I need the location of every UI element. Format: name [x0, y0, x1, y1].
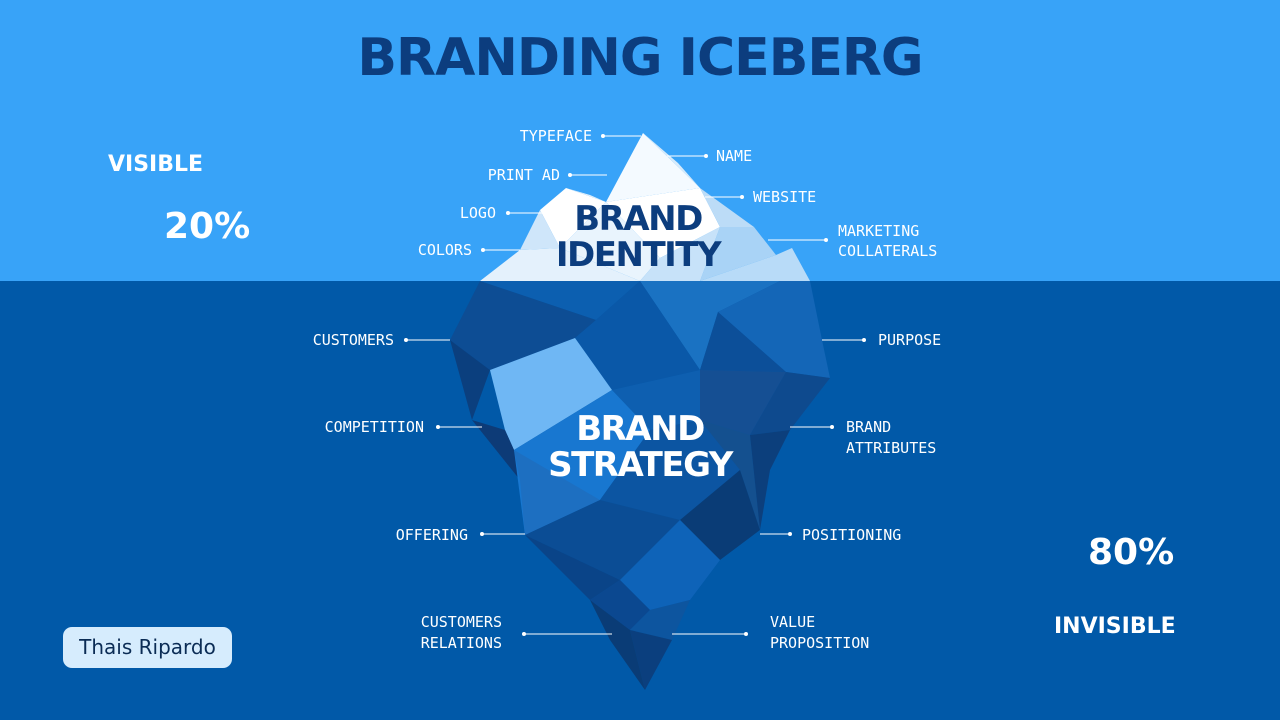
svg-text:CUSTOMERS: CUSTOMERS — [313, 331, 394, 349]
invisible-label: INVISIBLE — [1054, 614, 1176, 639]
svg-text:VALUE: VALUE — [770, 613, 815, 631]
svg-text:RELATIONS: RELATIONS — [421, 634, 502, 652]
iceberg-body — [450, 281, 830, 690]
svg-text:COMPETITION: COMPETITION — [325, 418, 424, 436]
svg-text:LOGO: LOGO — [460, 204, 496, 222]
svg-text:COLLATERALS: COLLATERALS — [838, 242, 937, 260]
label-marketing-collaterals: MARKETING COLLATERALS — [768, 222, 937, 260]
svg-text:WEBSITE: WEBSITE — [753, 188, 816, 206]
svg-text:NAME: NAME — [716, 147, 752, 165]
svg-text:COLORS: COLORS — [418, 241, 472, 259]
svg-text:TYPEFACE: TYPEFACE — [520, 127, 592, 145]
author-badge: Thais Ripardo — [63, 627, 232, 668]
label-customers: CUSTOMERS — [313, 331, 450, 349]
label-logo: LOGO — [460, 204, 545, 222]
brand-strategy-heading: BRAND STRATEGY — [548, 409, 735, 485]
label-customers-relations: CUSTOMERS RELATIONS — [421, 613, 612, 652]
invisible-percent: 80% — [1088, 532, 1175, 573]
visible-label: VISIBLE — [108, 152, 204, 177]
label-print-ad: PRINT AD — [488, 166, 607, 184]
visible-percent: 20% — [164, 206, 251, 247]
label-colors: COLORS — [418, 241, 520, 259]
label-offering: OFFERING — [396, 526, 525, 544]
label-brand-attributes: BRAND ATTRIBUTES — [790, 418, 936, 457]
iceberg-tip — [480, 133, 810, 281]
svg-text:BRAND: BRAND — [846, 418, 891, 436]
label-purpose: PURPOSE — [822, 331, 941, 349]
label-positioning: POSITIONING — [760, 526, 901, 544]
svg-text:CUSTOMERS: CUSTOMERS — [421, 613, 502, 631]
page-title: BRANDING ICEBERG — [357, 28, 923, 88]
svg-text:IDENTITY: IDENTITY — [556, 235, 722, 275]
label-website: WEBSITE — [705, 188, 816, 206]
label-competition: COMPETITION — [325, 418, 482, 436]
svg-text:PRINT AD: PRINT AD — [488, 166, 560, 184]
svg-text:ATTRIBUTES: ATTRIBUTES — [846, 439, 936, 457]
svg-text:BRAND: BRAND — [576, 409, 704, 449]
brand-identity-heading: BRAND IDENTITY — [556, 199, 724, 275]
svg-text:POSITIONING: POSITIONING — [802, 526, 901, 544]
label-value-proposition: VALUE PROPOSITION — [672, 613, 869, 652]
svg-text:PURPOSE: PURPOSE — [878, 331, 941, 349]
svg-text:OFFERING: OFFERING — [396, 526, 468, 544]
svg-text:STRATEGY: STRATEGY — [548, 445, 734, 485]
label-typeface: TYPEFACE — [520, 127, 641, 145]
svg-text:BRAND: BRAND — [574, 199, 702, 239]
svg-text:MARKETING: MARKETING — [838, 222, 919, 240]
svg-text:PROPOSITION: PROPOSITION — [770, 634, 869, 652]
label-name: NAME — [667, 147, 752, 165]
